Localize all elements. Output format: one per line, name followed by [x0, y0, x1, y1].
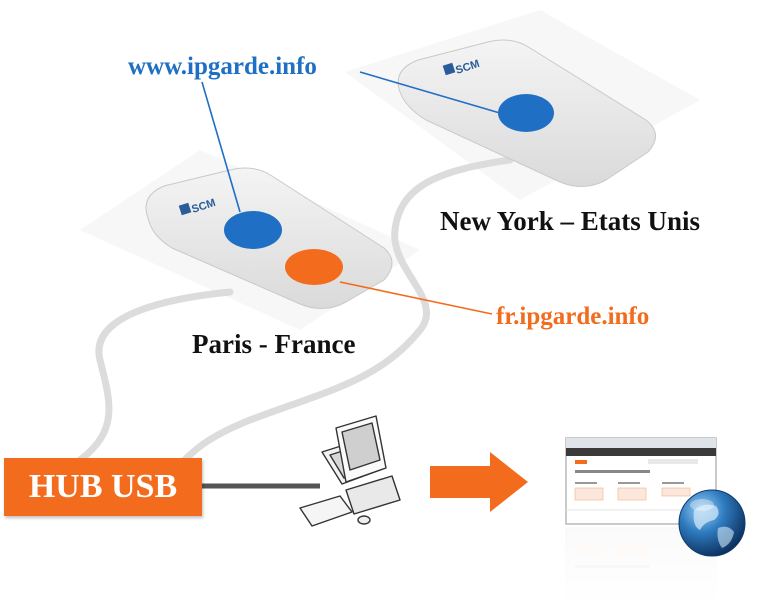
globe-icon [678, 489, 746, 557]
browser-searchbox [648, 459, 698, 464]
ny-url-leader [359, 71, 511, 117]
paris-led-orange [285, 249, 343, 285]
browser-titlebar [566, 438, 716, 448]
browser-heading [575, 470, 650, 473]
browser-card-3 [661, 487, 691, 497]
fr-url-label: fr.ipgarde.info [496, 303, 650, 330]
browser-logo [575, 460, 587, 464]
fr-url-leader [339, 281, 493, 315]
ny-url-leader-paris [201, 81, 241, 213]
browser-col3-title [662, 482, 684, 484]
browser-col1-title [575, 482, 597, 484]
ny-cable [171, 156, 514, 474]
paris-device-logo-square [178, 202, 192, 216]
browser-card-1 [574, 487, 604, 501]
usb-cables [76, 156, 514, 474]
paris-city-label: Paris - France [192, 329, 356, 359]
paris-device: SCM [145, 167, 393, 309]
paris-cable [76, 288, 234, 464]
browser-card-2 [617, 487, 647, 501]
ny-city-label: New York – Etats Unis [440, 206, 701, 236]
ny-url-label: www.ipgarde.info [128, 53, 317, 80]
ny-device: SCM [397, 39, 656, 187]
browser-col2-title [618, 482, 640, 484]
browser-toolbar [566, 448, 716, 456]
ny-device-logo-square [442, 62, 456, 76]
hub-usb-label: HUB USB [4, 458, 202, 516]
paris-led-blue [224, 211, 282, 249]
ny-led-blue [498, 94, 554, 132]
right-arrow-icon [430, 452, 528, 512]
desktop-computer-icon [299, 415, 401, 527]
